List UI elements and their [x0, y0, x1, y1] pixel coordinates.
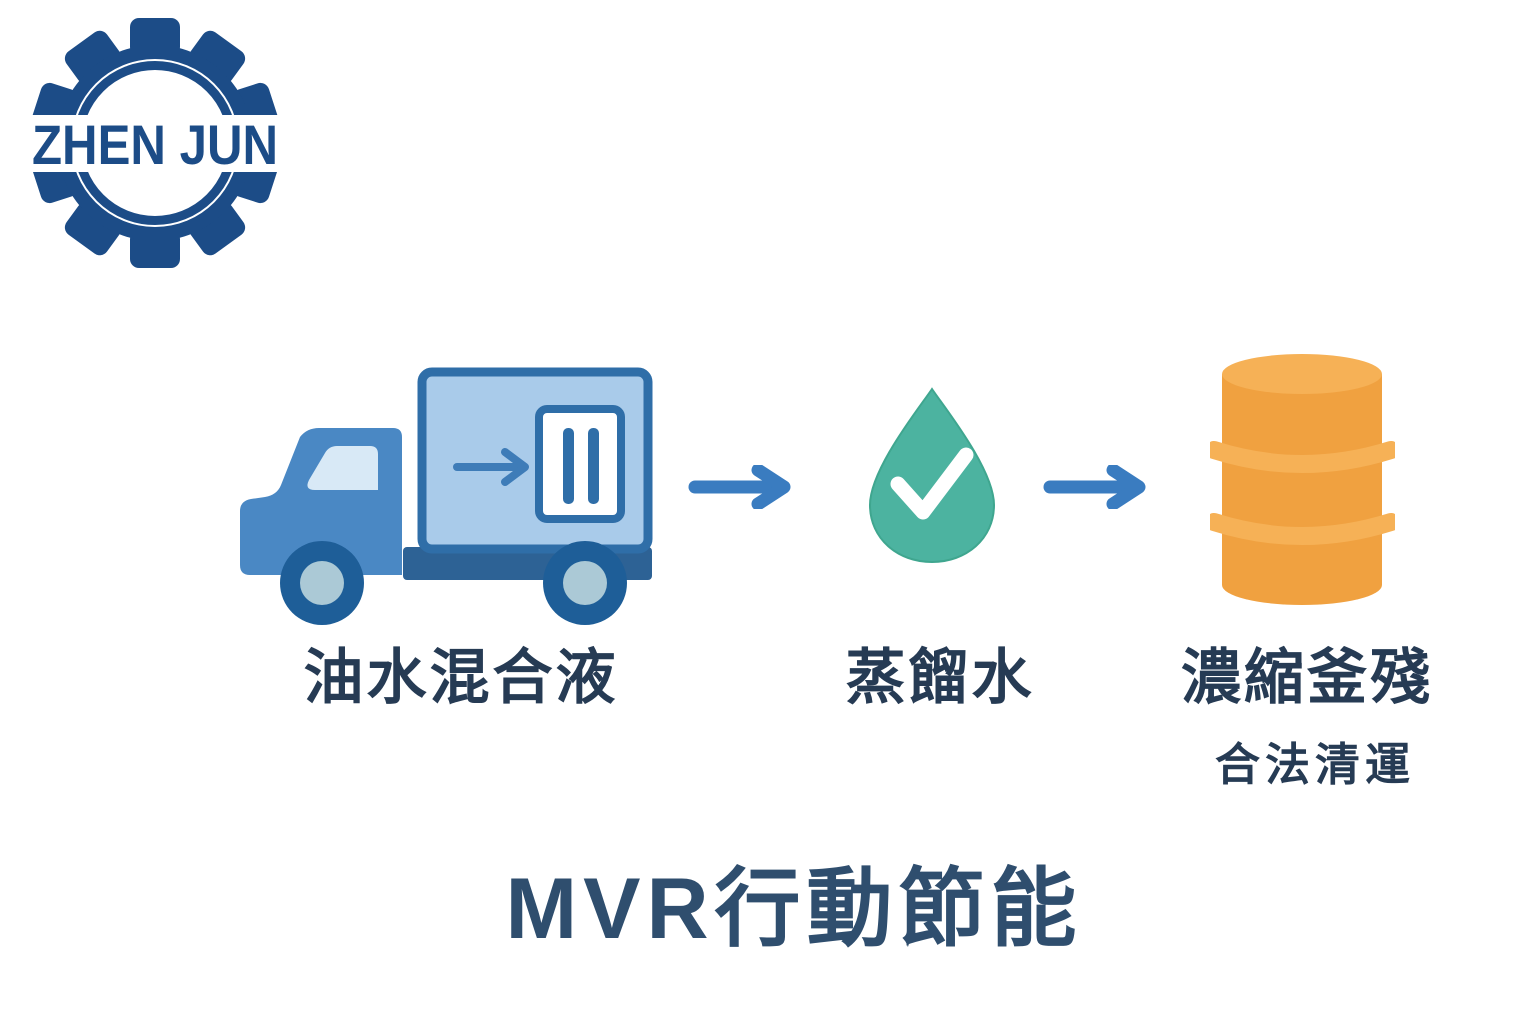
step-sublabel-legal-disposal: 合法清運 — [1214, 739, 1415, 790]
arrow-right-icon — [1043, 465, 1163, 509]
cargo-label-bar — [588, 428, 599, 504]
gear-icon: ZHEN JUN — [30, 18, 280, 268]
cargo-arrow-icon — [453, 448, 529, 486]
barrel-ring — [1210, 441, 1395, 473]
cargo-label — [535, 405, 625, 523]
step-label-oil-water-mixture: 油水混合液 — [303, 644, 619, 711]
cargo-label-bar — [563, 428, 574, 504]
step-label-distilled-water: 蒸餾水 — [845, 644, 1035, 711]
page-title: MVR行動節能 — [505, 861, 1083, 957]
barrel-ring — [1210, 513, 1395, 545]
step-label-concentrated-residue: 濃縮釜殘 — [1181, 644, 1433, 711]
arrow-right-icon — [688, 465, 808, 509]
company-logo: ZHEN JUN — [30, 18, 280, 268]
water-drop-check-icon — [862, 383, 1002, 568]
water-drop — [868, 387, 996, 564]
logo-text: ZHEN JUN — [32, 113, 278, 176]
checkmark-icon — [890, 447, 974, 520]
barrel-top — [1222, 354, 1382, 394]
barrel-icon — [1210, 350, 1395, 607]
truck-window — [307, 446, 378, 490]
truck-icon — [235, 363, 655, 628]
truck-wheels — [280, 541, 627, 625]
barrel-body — [1222, 374, 1382, 605]
